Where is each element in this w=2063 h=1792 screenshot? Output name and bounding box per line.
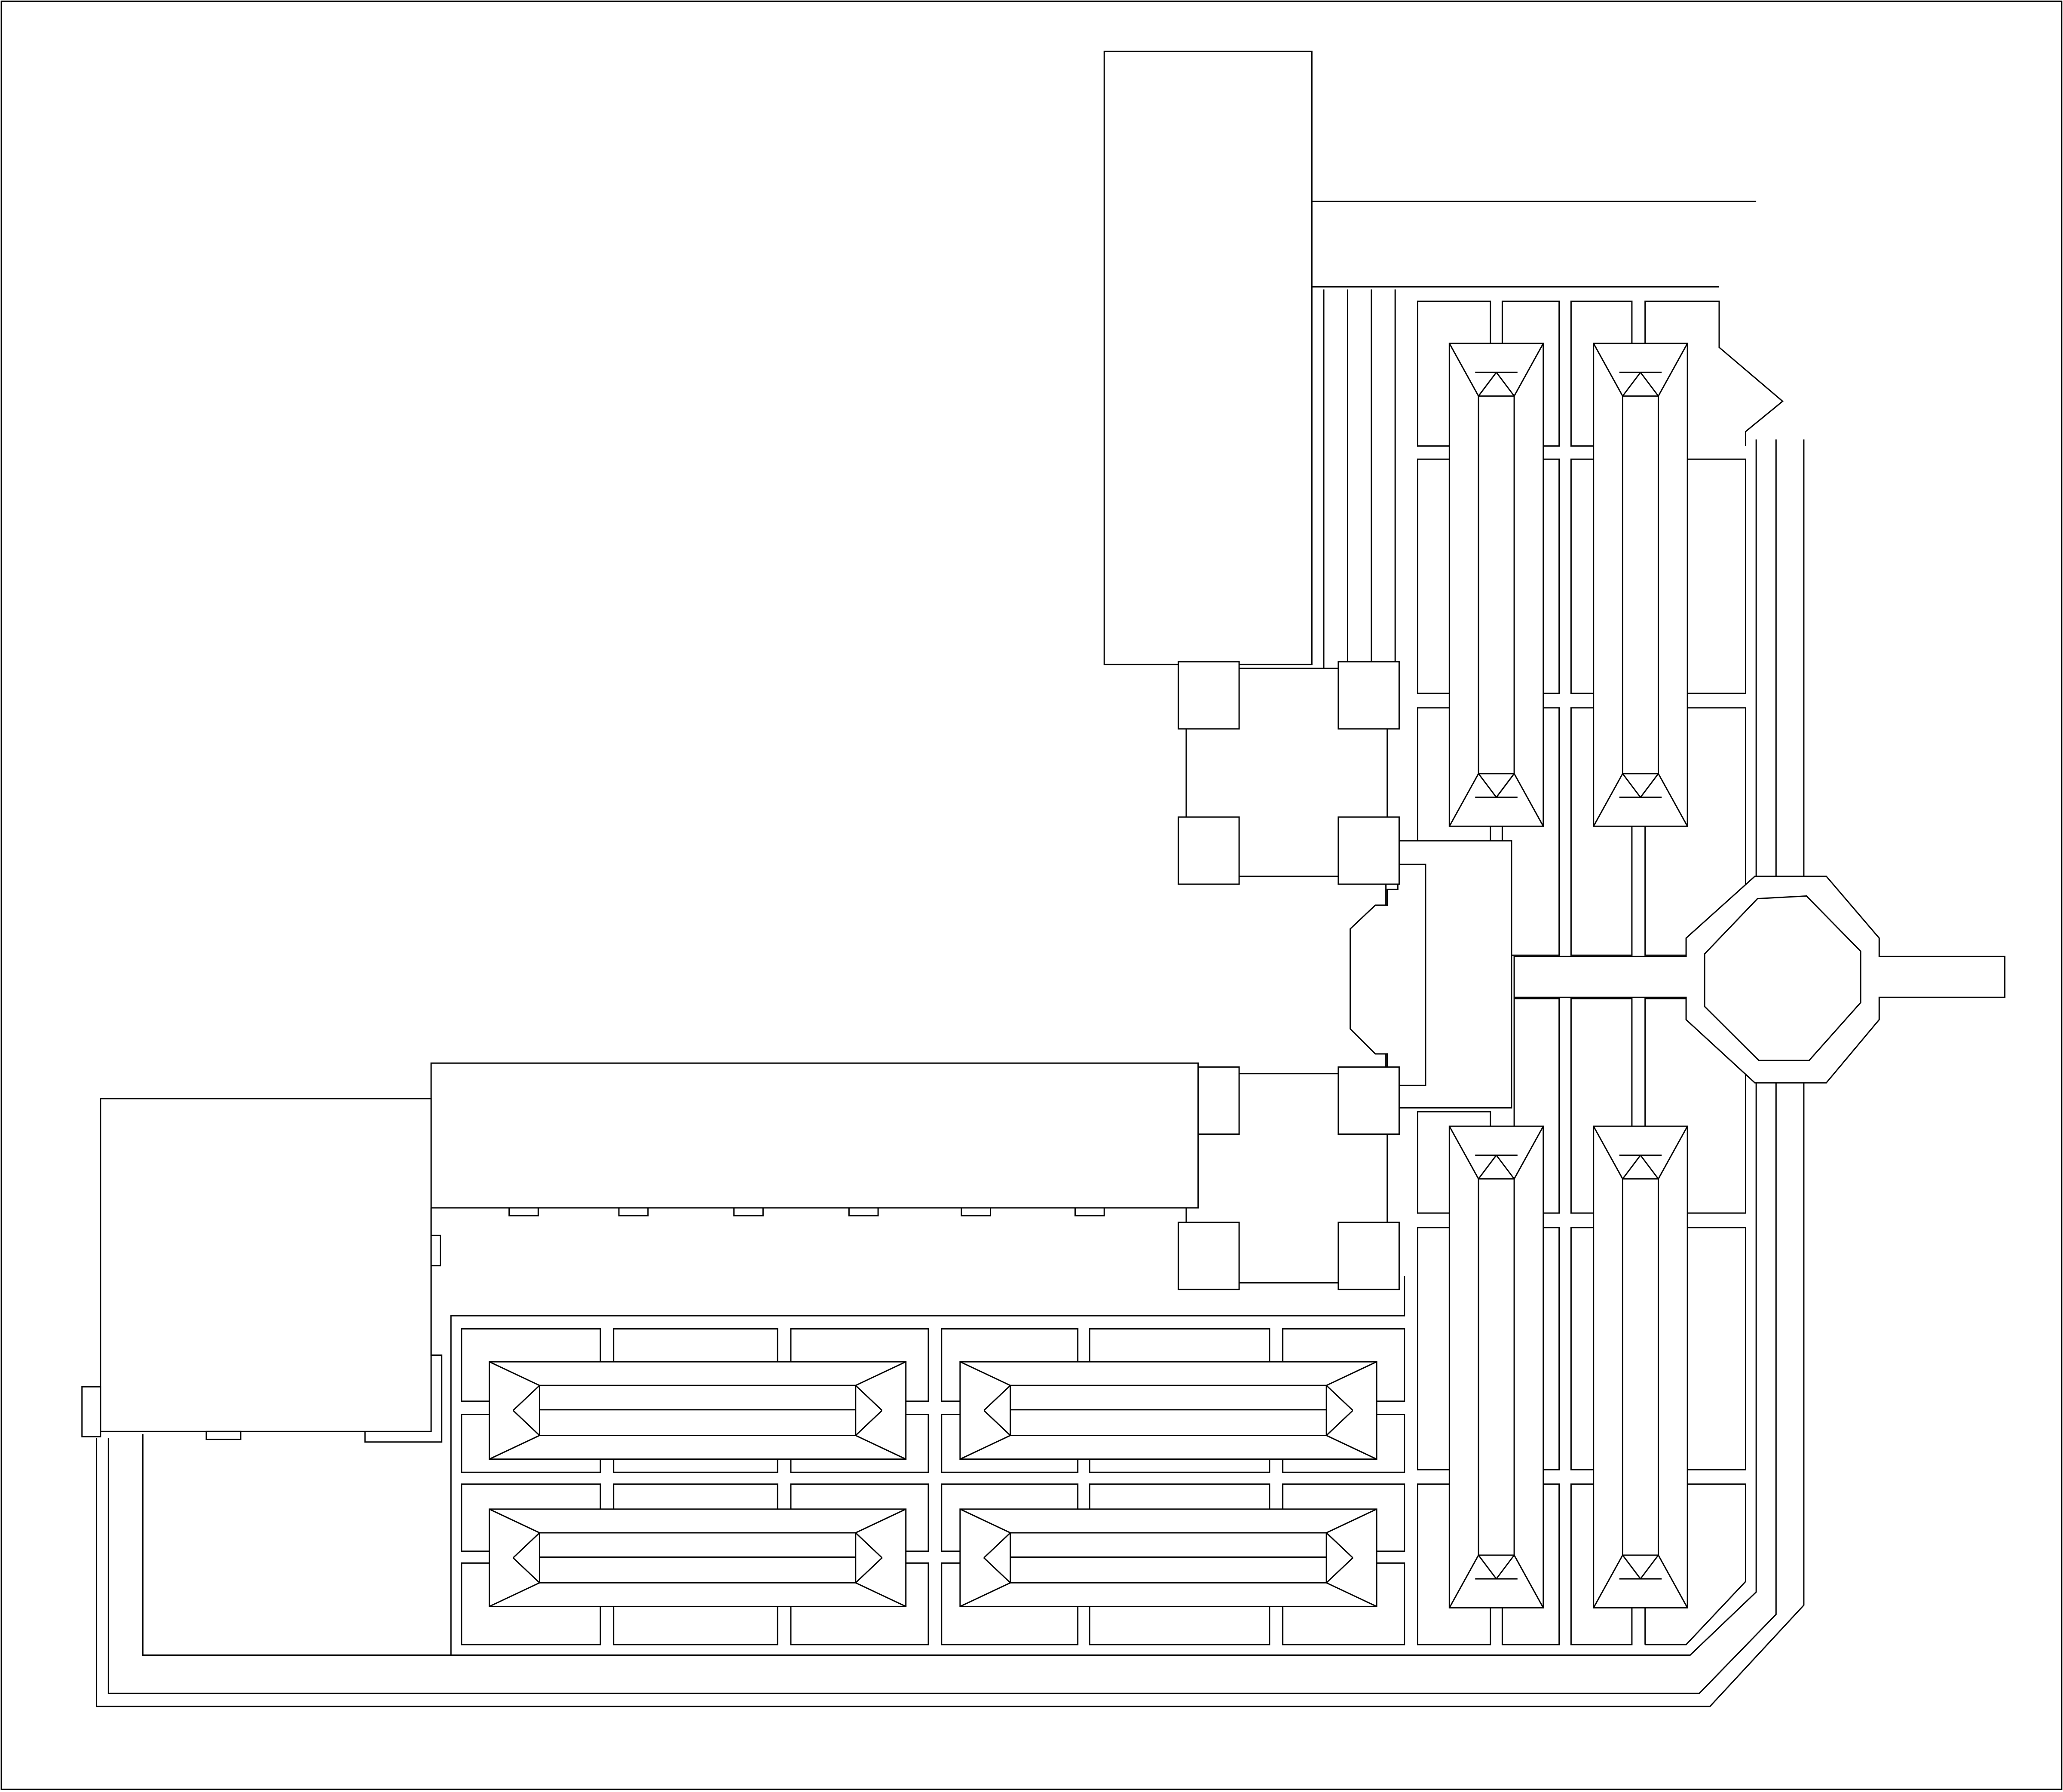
hip-roof-vertical-3 (1449, 1126, 1543, 1608)
hip-roof-vertical-4 (1594, 1126, 1687, 1608)
tall-building (1104, 51, 1312, 664)
perimeter-roads (97, 439, 1804, 1706)
central-hall (1350, 841, 1512, 1108)
octagon-plaza (1514, 876, 2005, 1083)
hip-roof-buildings (489, 343, 1687, 1608)
hip-roof-horizontal-4 (960, 1509, 1377, 1607)
upper-stripes (1312, 201, 1756, 668)
hip-roof-horizontal-1 (489, 1362, 906, 1459)
hip-roof-horizontal-3 (489, 1509, 906, 1607)
hip-roof-vertical-1 (1449, 343, 1543, 826)
hip-roof-horizontal-2 (960, 1362, 1377, 1459)
l-shaped-building (82, 1063, 1198, 1442)
hip-roof-vertical-2 (1594, 343, 1687, 826)
